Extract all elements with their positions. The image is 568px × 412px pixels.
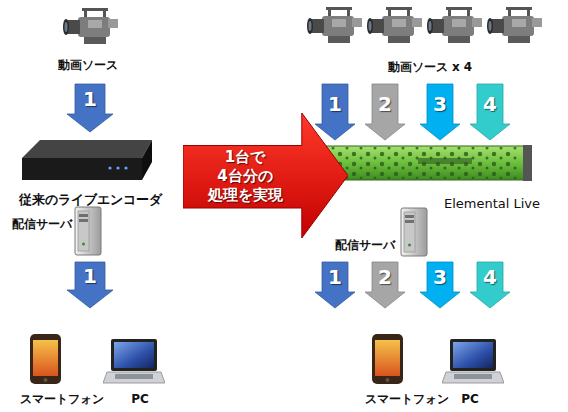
device-label: PC (115, 392, 165, 407)
server-node: 配信サーバ (330, 205, 520, 262)
arrow-text: 1台で 4台分の 処理を実現 (205, 148, 285, 205)
stream-number: 3 (425, 92, 455, 116)
server-icon (401, 208, 427, 256)
camera-icon (427, 7, 482, 43)
flow-arrow (67, 262, 113, 308)
stream-number: 1 (320, 92, 350, 116)
flow-arrow (470, 262, 510, 308)
device-label: スマートフォン (20, 392, 100, 407)
node-label: 配信サーバ (12, 217, 74, 232)
encoder-box (22, 140, 152, 180)
server-icon (75, 207, 101, 255)
flow-arrow (420, 262, 460, 308)
server-node: 配信サーバ (12, 205, 112, 262)
encoder-node: 従来のライブエンコーダ (8, 132, 173, 207)
stream-number: 1 (75, 87, 105, 111)
camera-icon (307, 7, 362, 43)
smartphone-icon (30, 334, 61, 384)
device-label: PC (445, 392, 495, 407)
flow-arrow (315, 262, 355, 308)
device-group: スマートフォンPC (325, 308, 515, 408)
stream-number: 4 (475, 265, 505, 289)
red-arrow: 1台で 4台分の 処理を実現 (183, 113, 348, 238)
stream-number: 2 (370, 265, 400, 289)
encoder-node: Elemental Live (300, 140, 545, 212)
camera-icon (367, 7, 422, 43)
product-name: Elemental Live (430, 196, 540, 211)
node-label: 配信サーバ (335, 238, 397, 253)
stream-number: 3 (425, 265, 455, 289)
flow-arrow (470, 84, 510, 140)
device-label: スマートフォン (365, 392, 445, 407)
smartphone-icon (372, 334, 403, 384)
flow-arrow (67, 84, 113, 132)
source-box: 動画ソース x 4 (305, 2, 555, 84)
camera-icon (63, 8, 118, 44)
stream-number: 4 (475, 92, 505, 116)
flow-arrow (365, 84, 405, 140)
node-label: 従来のライブエンコーダ (8, 192, 173, 207)
laptop-icon (103, 339, 165, 383)
node-label: 動画ソース (50, 58, 125, 73)
camera-icon (487, 7, 542, 43)
source-box: 動画ソース (50, 2, 125, 84)
stream-number: 1 (320, 265, 350, 289)
flow-arrow (420, 84, 460, 140)
flow-arrow (365, 262, 405, 308)
flow-arrow (315, 84, 355, 140)
stream-number: 1 (75, 264, 105, 288)
arrow-outline (183, 113, 348, 238)
node-label: 動画ソース x 4 (305, 60, 555, 75)
device-group: スマートフォン PC (20, 308, 170, 408)
laptop-icon (442, 339, 504, 383)
stream-number: 2 (370, 92, 400, 116)
